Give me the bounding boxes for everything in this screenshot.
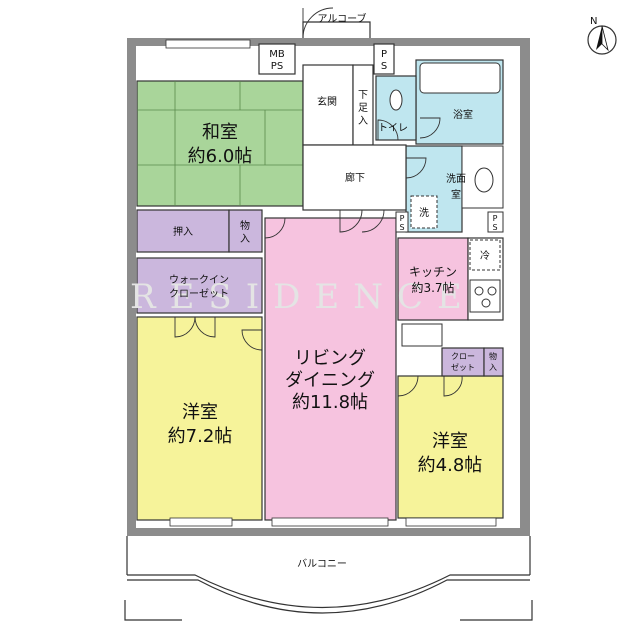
svg-text:入: 入 — [358, 116, 368, 127]
getabako-label: 下 足 入 — [358, 90, 368, 127]
ps-mid-label-1: P — [400, 214, 405, 223]
toilet-icon — [389, 89, 403, 111]
washroom-name-2: 室 — [451, 188, 461, 201]
closet-label-2: ゼット — [451, 362, 475, 372]
living-area: 約11.8帖 — [292, 392, 368, 413]
western-room-right — [397, 375, 504, 519]
monoire-left — [228, 209, 263, 253]
tatami-lines — [137, 81, 303, 206]
living-name-1: リビング — [294, 348, 366, 369]
fridge-label: 冷 — [480, 249, 490, 262]
svg-text:足: 足 — [358, 102, 368, 114]
washer-label: 洗 — [419, 207, 429, 219]
window-bottom-right — [405, 517, 497, 527]
hallway-area — [302, 144, 407, 211]
walkin-closet — [136, 257, 263, 314]
fridge-space — [469, 239, 501, 271]
balcony-label: バルコニー — [297, 558, 347, 570]
toilet-name: トイレ — [378, 123, 408, 134]
bath-name: 浴室 — [453, 108, 473, 121]
svg-text:物: 物 — [240, 219, 250, 232]
ps-label-1: P — [381, 49, 387, 60]
window-bottom-living — [271, 517, 389, 527]
alcove-bracket — [302, 21, 371, 38]
window-top — [165, 39, 251, 49]
washroom-name-1: 洗面 — [446, 173, 466, 185]
ps-box-mid — [395, 211, 409, 233]
ps-box-right — [487, 211, 504, 233]
kitchen-area: 約3.7帖 — [411, 280, 454, 295]
closet-label-1: クロー — [451, 352, 475, 361]
walkin-label-1: ウォークイン — [169, 274, 229, 286]
svg-text:物: 物 — [489, 351, 497, 361]
mbps-label-1: MB — [269, 49, 285, 60]
closet-right — [441, 347, 485, 377]
washitsu-name: 和室 — [202, 122, 238, 143]
entrance-label: 玄関 — [317, 95, 337, 108]
alcove-label: アルコーブ — [317, 12, 366, 25]
bathtub-icon — [419, 62, 501, 94]
svg-text:入: 入 — [240, 234, 250, 245]
western-right-area: 約4.8帖 — [418, 455, 483, 476]
svg-text:下: 下 — [358, 90, 368, 101]
sink-icon — [401, 323, 443, 347]
balcony-outline — [124, 536, 533, 621]
svg-text:入: 入 — [489, 363, 497, 372]
western-right-name: 洋室 — [432, 431, 468, 452]
living-room — [264, 217, 397, 521]
washitsu-area: 約6.0帖 — [188, 146, 253, 167]
mbps-label-2: PS — [271, 61, 283, 72]
washitsu-room — [136, 80, 304, 207]
entrance-area — [302, 64, 354, 146]
western-left-area: 約7.2帖 — [168, 426, 233, 447]
western-room-left — [136, 316, 263, 521]
kitchen-name: キッチン — [409, 265, 457, 279]
ps-box-top — [373, 43, 395, 75]
window-bottom-left — [169, 517, 233, 527]
wash-basin-icon — [474, 167, 494, 193]
watermark: RESIDENCE — [130, 277, 476, 317]
washer-space — [410, 195, 438, 229]
ps-right-label-1: P — [493, 214, 498, 223]
living-name-2: ダイニング — [285, 370, 375, 391]
ps-right-label-2: S — [492, 223, 497, 232]
monoire-right — [483, 347, 504, 377]
burner-icon — [481, 298, 491, 308]
monoire-right-label: 物 入 — [489, 351, 497, 372]
vanity-counter — [461, 145, 504, 209]
western-left-name: 洋室 — [182, 402, 218, 423]
ps-label-2: S — [381, 61, 387, 72]
north-label: N — [590, 16, 597, 27]
oshiire-label: 押入 — [173, 225, 193, 238]
mbps-box — [258, 43, 296, 75]
walkin-label-2: クローゼット — [169, 288, 229, 300]
burner-icon — [474, 286, 484, 296]
kitchen-room — [397, 237, 469, 321]
hallway-label: 廊下 — [345, 171, 365, 184]
burner-icon — [487, 286, 497, 296]
ps-mid-label-2: S — [399, 223, 404, 232]
monoire-left-label: 物 入 — [240, 219, 250, 245]
north-arrow-icon: N — [587, 16, 617, 55]
